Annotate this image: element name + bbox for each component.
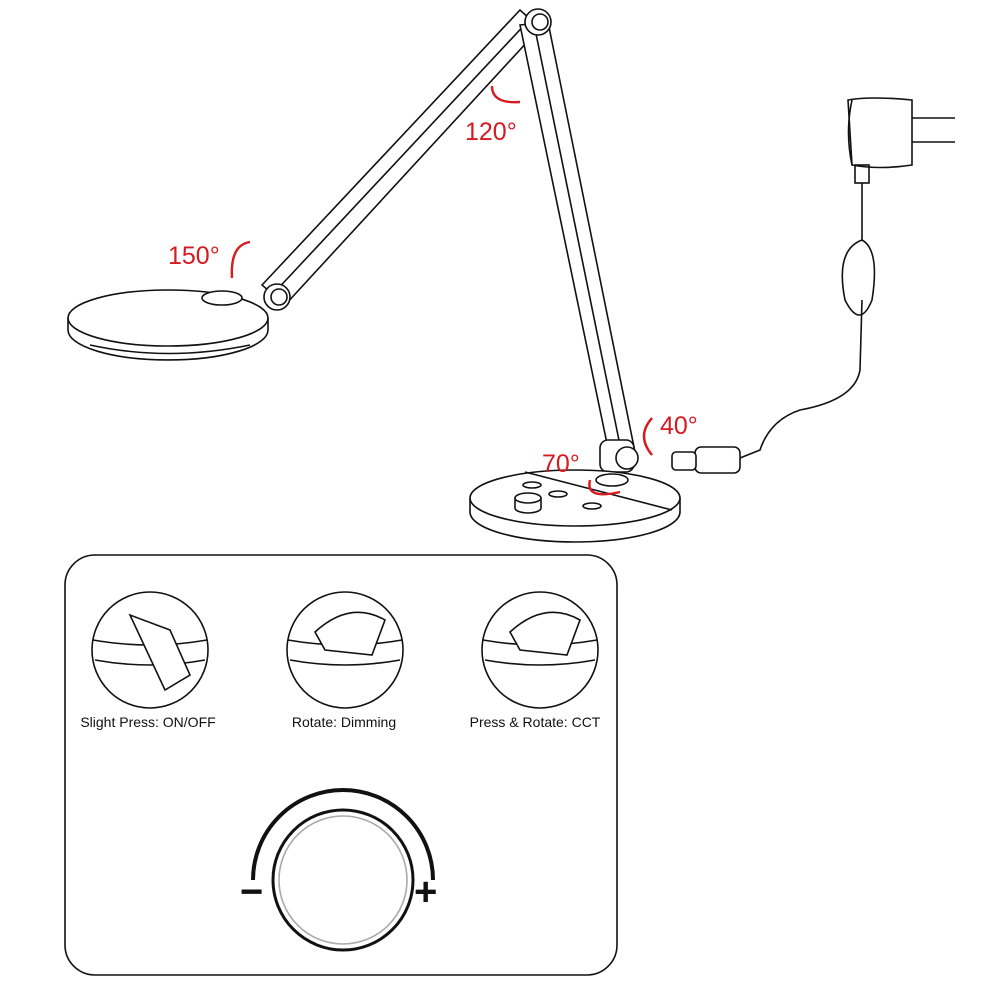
control-label-press-rotate: Press & Rotate: CCT [469, 714, 601, 730]
lamp-base [469, 469, 681, 543]
head-arrow-icon [230, 240, 251, 279]
minus-icon: − [240, 870, 264, 914]
elbow-arrow-icon [490, 85, 521, 104]
lamp-head [67, 289, 269, 361]
instruction-panel [64, 554, 618, 976]
press-rotate-illustration [481, 591, 599, 709]
base-rotate-angle-label: 70° [542, 450, 580, 478]
dial-knob [251, 788, 435, 952]
control-label-press: Slight Press: ON/OFF [80, 714, 216, 730]
power-adapter [671, 97, 955, 474]
base-tilt-arrow-icon [642, 417, 653, 456]
upper-arm [519, 8, 639, 473]
elbow-angle-label: 120° [465, 118, 517, 146]
rotation-arrows [230, 85, 653, 496]
lower-arm [260, 8, 542, 311]
base-rotate-arrow-icon [588, 479, 621, 496]
control-label-rotate: Rotate: Dimming [291, 714, 397, 730]
rotate-illustration [286, 591, 404, 709]
base-tilt-angle-label: 40° [660, 412, 698, 440]
press-illustration [91, 591, 209, 709]
plus-icon: + [414, 870, 438, 914]
head-angle-label: 150° [168, 242, 220, 270]
